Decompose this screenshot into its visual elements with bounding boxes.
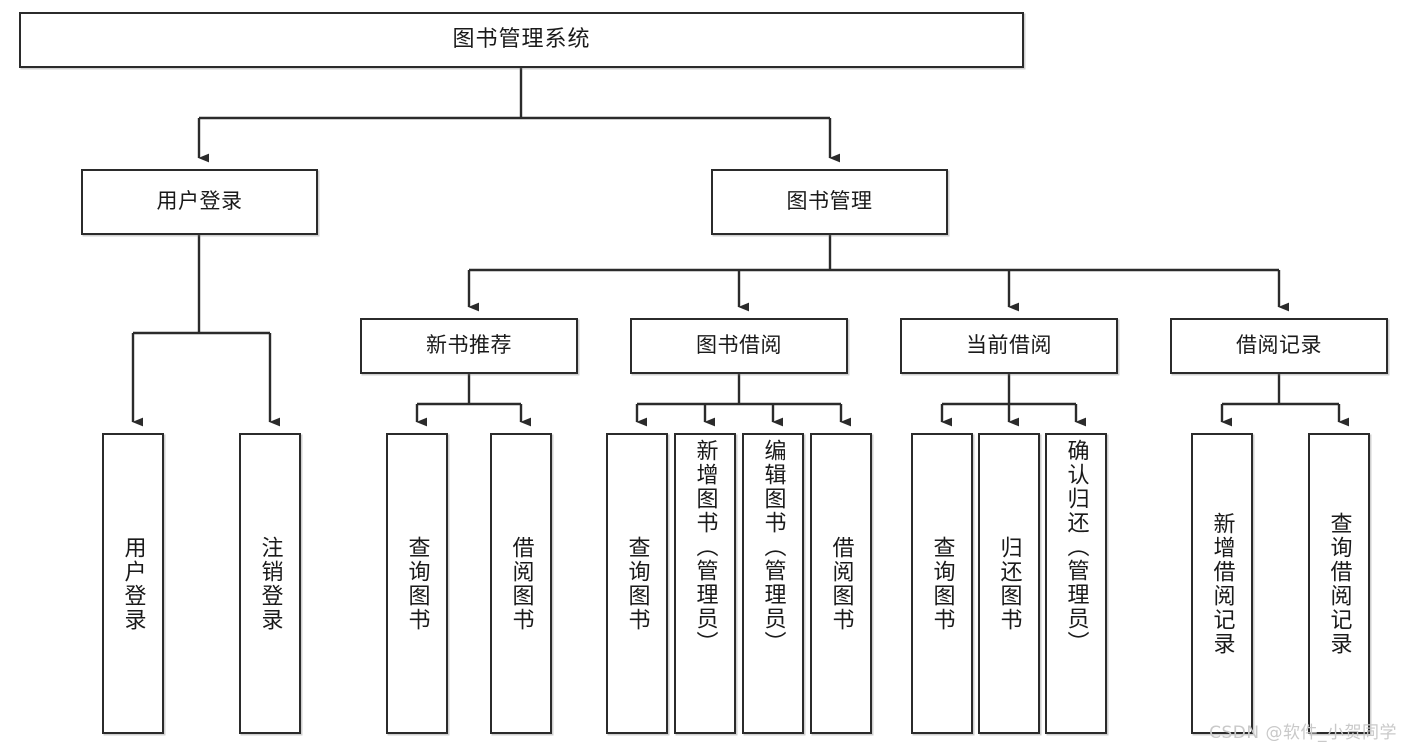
csdn-watermark: CSDN @软件_小贺同学: [1209, 723, 1397, 743]
node-leaf-logout-label: 注销登录: [257, 535, 283, 632]
node-leaf-query-borrow-record[interactable]: 查询借阅记录: [1308, 433, 1370, 734]
node-book-borrowing[interactable]: 图书借阅: [630, 318, 848, 374]
node-leaf-borrow-book-1-label: 借阅图书: [508, 535, 534, 632]
node-leaf-query-book-3[interactable]: 查询图书: [911, 433, 973, 734]
node-leaf-query-book-1[interactable]: 查询图书: [386, 433, 448, 734]
node-leaf-add-borrow-record[interactable]: 新增借阅记录: [1191, 433, 1253, 734]
node-leaf-borrow-book-2[interactable]: 借阅图书: [810, 433, 872, 734]
node-root-book-management-system[interactable]: 图书管理系统: [19, 12, 1024, 68]
node-leaf-confirm-return[interactable]: 确认归还（管理员）: [1045, 433, 1107, 734]
node-leaf-logout[interactable]: 注销登录: [239, 433, 301, 734]
node-leaf-borrow-book-2-label: 借阅图书: [828, 535, 854, 632]
node-leaf-return-book-label: 归还图书: [996, 535, 1022, 632]
node-borrowing-record-label: 借阅记录: [1236, 333, 1322, 358]
node-new-book-recommendation-label: 新书推荐: [426, 333, 512, 358]
node-leaf-confirm-return-label: 确认归还（管理员）: [1063, 439, 1089, 655]
node-leaf-return-book[interactable]: 归还图书: [978, 433, 1040, 734]
node-leaf-query-book-2-label: 查询图书: [624, 535, 650, 632]
node-borrowing-record[interactable]: 借阅记录: [1170, 318, 1388, 374]
node-root-label: 图书管理系统: [452, 26, 591, 52]
node-book-management-label: 图书管理: [786, 189, 873, 214]
node-leaf-user-login-label: 用户登录: [120, 535, 146, 632]
node-leaf-query-book-3-label: 查询图书: [929, 535, 955, 632]
node-leaf-query-borrow-record-label: 查询借阅记录: [1326, 511, 1352, 656]
node-leaf-edit-book[interactable]: 编辑图书（管理员）: [742, 433, 804, 734]
node-current-borrowing-label: 当前借阅: [966, 333, 1052, 358]
node-user-login-label: 用户登录: [156, 189, 243, 214]
node-book-borrowing-label: 图书借阅: [696, 333, 782, 358]
node-leaf-borrow-book-1[interactable]: 借阅图书: [490, 433, 552, 734]
node-leaf-add-book-label: 新增图书（管理员）: [692, 439, 718, 655]
node-book-management[interactable]: 图书管理: [711, 169, 948, 235]
node-new-book-recommendation[interactable]: 新书推荐: [360, 318, 578, 374]
node-current-borrowing[interactable]: 当前借阅: [900, 318, 1118, 374]
node-leaf-query-book-1-label: 查询图书: [404, 535, 430, 632]
node-leaf-user-login[interactable]: 用户登录: [102, 433, 164, 734]
node-leaf-add-borrow-record-label: 新增借阅记录: [1209, 511, 1235, 656]
node-leaf-edit-book-label: 编辑图书（管理员）: [760, 439, 786, 655]
node-leaf-add-book[interactable]: 新增图书（管理员）: [674, 433, 736, 734]
node-user-login[interactable]: 用户登录: [81, 169, 318, 235]
node-leaf-query-book-2[interactable]: 查询图书: [606, 433, 668, 734]
